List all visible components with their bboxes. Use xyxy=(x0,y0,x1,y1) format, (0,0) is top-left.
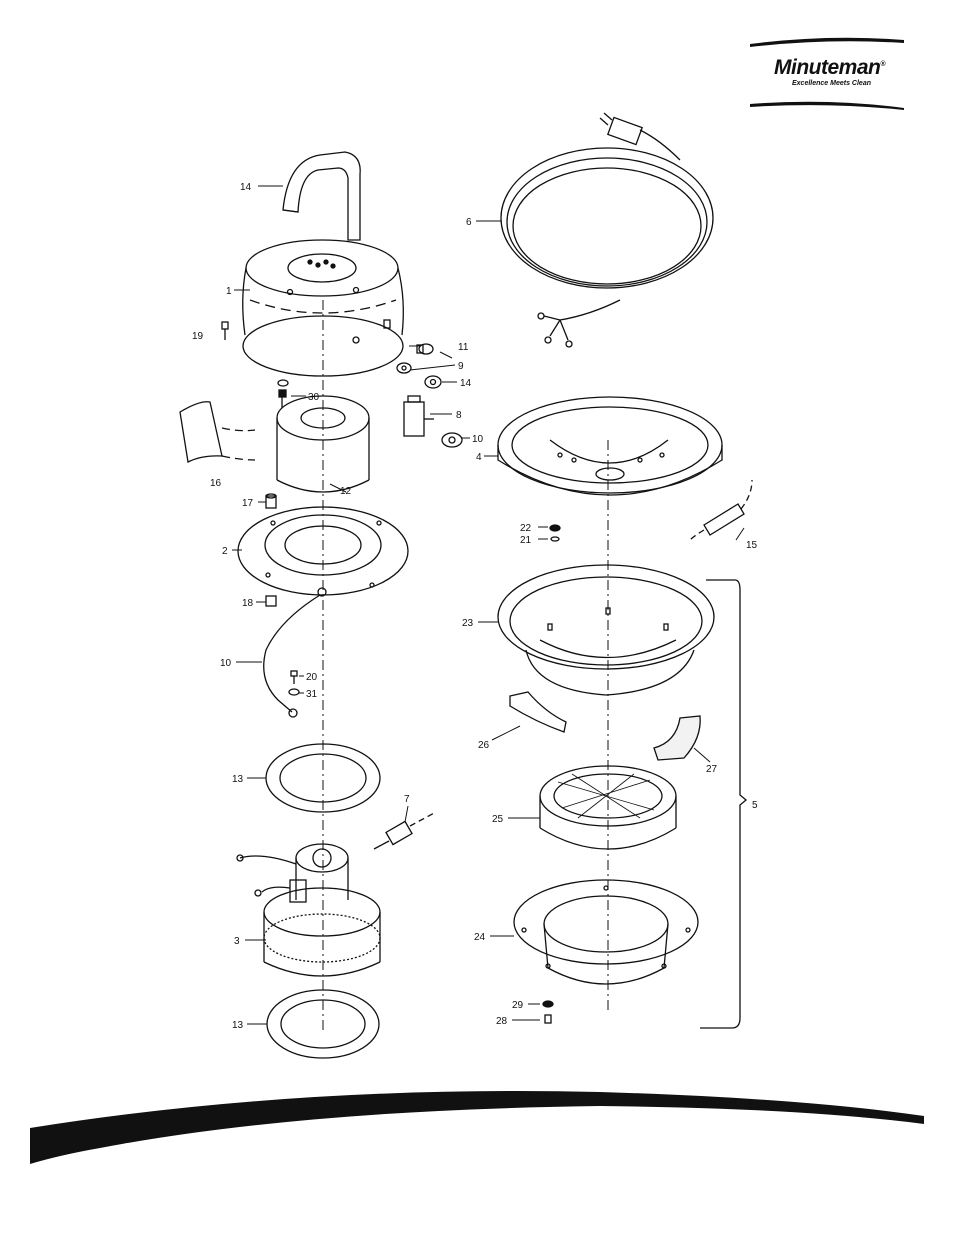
motor-cover-part xyxy=(242,239,404,377)
callout-14-nut: 14 xyxy=(460,378,472,389)
callout-30-screw: 30 xyxy=(308,392,320,403)
nut-14-part xyxy=(424,375,442,389)
ground-wire-10-part xyxy=(263,587,327,718)
screw-20-part xyxy=(290,670,298,684)
callout-13-gasket-upper: 13 xyxy=(232,774,244,785)
callout-24-tank-bottom: 24 xyxy=(474,932,486,943)
callout-16-filter-strip: 16 xyxy=(210,478,222,489)
callout-12-foam-ring: 12 xyxy=(340,486,352,497)
callout-2-plate: 2 xyxy=(222,546,228,557)
screw-30-part xyxy=(277,379,289,408)
gasket-13-upper-part xyxy=(265,743,381,813)
washer-21-part xyxy=(550,536,560,542)
connector-7-part xyxy=(373,811,437,850)
brand-logo: Minuteman® Excellence Meets Clean xyxy=(748,34,908,112)
spacer-17-part xyxy=(265,493,277,509)
gasket-strip-26-part xyxy=(509,691,567,733)
vacuum-motor-3-part xyxy=(236,843,381,977)
filter-strip-16-part xyxy=(179,401,256,463)
callout-10-washer: 10 xyxy=(472,434,484,445)
callout-28-screw: 28 xyxy=(496,1016,508,1027)
foam-strip-27-part xyxy=(653,715,701,761)
callout-10-wire: 10 xyxy=(220,658,232,669)
filter-ring-23-part xyxy=(497,564,715,696)
callout-31-washer: 31 xyxy=(306,689,318,700)
brand-tagline: Excellence Meets Clean xyxy=(792,80,871,87)
callout-21-washer: 21 xyxy=(520,535,532,546)
callout-7-connector: 7 xyxy=(404,794,410,805)
callout-22-washer: 22 xyxy=(520,523,532,534)
callout-9-washer: 9 xyxy=(458,361,464,372)
callout-17-spacer: 17 xyxy=(242,498,254,509)
callout-29-washer: 29 xyxy=(512,1000,524,1011)
callout-1-cover: 1 xyxy=(226,286,232,297)
mounting-plate-2-part xyxy=(237,506,409,596)
callout-26-gasket-strip: 26 xyxy=(478,740,490,751)
callout-14-handle: 14 xyxy=(240,182,252,193)
washer-10-part xyxy=(441,432,463,448)
screw-28-part xyxy=(544,1014,552,1024)
callout-15-hose: 15 xyxy=(746,540,758,551)
callout-6-cord: 6 xyxy=(466,217,472,228)
callout-20-screw: 20 xyxy=(306,672,318,683)
leader-lines xyxy=(232,185,745,1025)
callout-27-foam-strip: 27 xyxy=(706,764,718,775)
assembly-5-bracket xyxy=(700,579,748,1029)
callout-3-motor: 3 xyxy=(234,936,240,947)
callout-13-gasket-lower: 13 xyxy=(232,1020,244,1031)
washer-31-part xyxy=(288,688,300,696)
logo-swoosh-lines xyxy=(750,37,904,110)
washer-22-part xyxy=(549,524,561,532)
hose-15-part xyxy=(689,479,753,541)
washer-9-part xyxy=(396,362,412,374)
callout-23-filter-ring: 23 xyxy=(462,618,474,629)
handle-part xyxy=(282,151,361,241)
callout-labels: 14 1 19 11 9 14 30 8 10 16 12 17 2 18 10… xyxy=(192,182,758,1031)
callout-25-filter: 25 xyxy=(492,814,504,825)
power-cord-6-part xyxy=(500,112,714,348)
footer-swoosh xyxy=(30,1091,924,1164)
washer-29-part xyxy=(542,1000,554,1008)
callout-8-switch: 8 xyxy=(456,410,462,421)
callout-11-knob: 11 xyxy=(458,342,469,353)
callout-4-lid: 4 xyxy=(476,452,482,463)
knob-11-part xyxy=(416,343,434,355)
spacer-18-part xyxy=(265,595,277,607)
callout-5-assembly: 5 xyxy=(752,800,758,811)
foam-ring-12-part xyxy=(276,395,370,493)
screw-19-part xyxy=(221,321,229,340)
tank-bottom-24-part xyxy=(513,879,699,985)
filter-25-part xyxy=(539,765,677,850)
callout-18-spacer: 18 xyxy=(242,598,254,609)
brand-name: Minuteman® xyxy=(774,56,886,79)
switch-8-part xyxy=(403,395,434,437)
tank-lid-4-part xyxy=(497,396,723,496)
callout-19-screw: 19 xyxy=(192,331,204,342)
